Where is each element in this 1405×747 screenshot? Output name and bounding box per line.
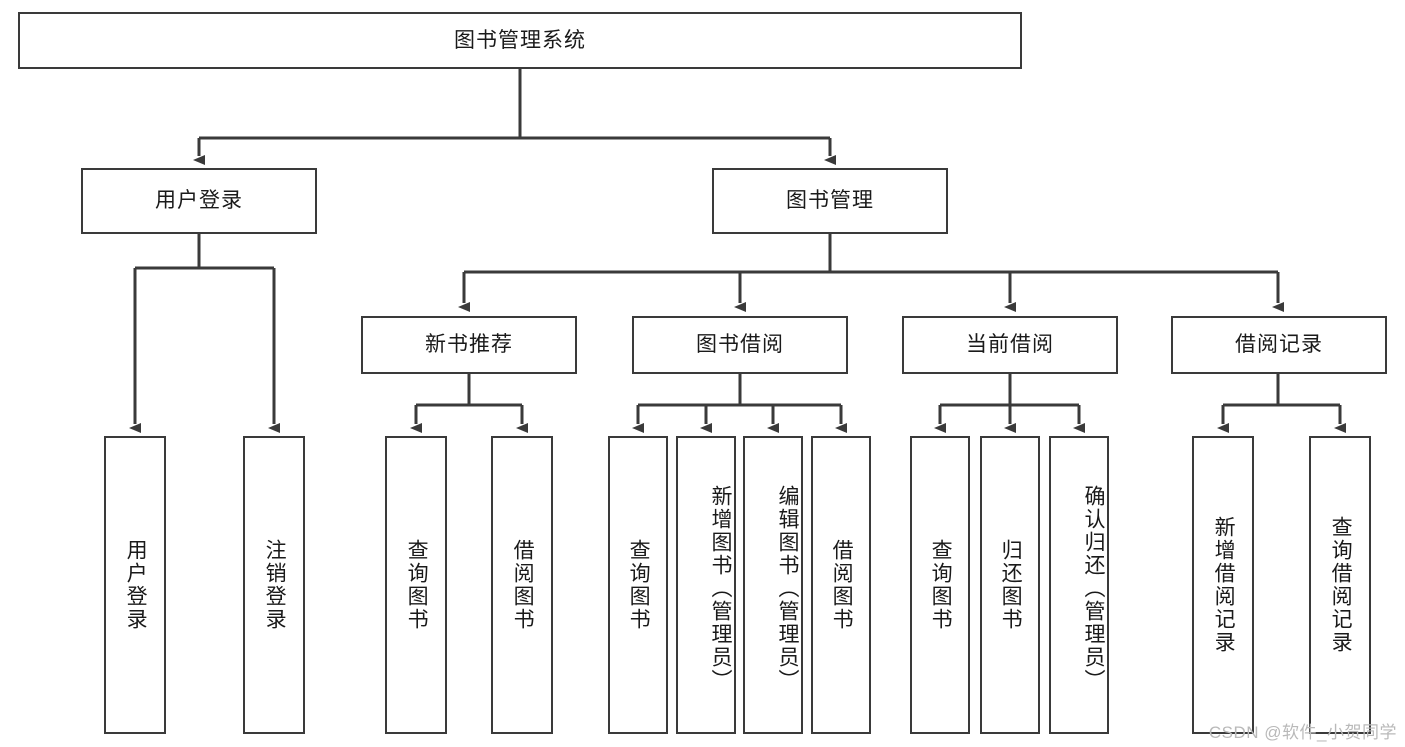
leaf-borrow-book-1[interactable]: 借阅图书 xyxy=(491,436,553,734)
node-user-login[interactable]: 用户登录 xyxy=(81,168,317,234)
node-book-borrow[interactable]: 图书借阅 xyxy=(632,316,848,374)
node-user-login-label: 用户登录 xyxy=(155,189,243,213)
node-new-book-recommend[interactable]: 新书推荐 xyxy=(361,316,577,374)
leaf-query-book-3-label: 查询图书 xyxy=(929,539,953,631)
leaf-confirm-return[interactable]: 确认归还（管理员） xyxy=(1049,436,1109,734)
leaf-query-record-label: 查询借阅记录 xyxy=(1329,516,1353,654)
leaf-confirm-return-label: 确认归还（管理员） xyxy=(1082,484,1105,692)
leaf-edit-book-label: 编辑图书（管理员） xyxy=(776,484,799,692)
leaf-add-book[interactable]: 新增图书（管理员） xyxy=(676,436,736,734)
node-root-label: 图书管理系统 xyxy=(454,28,586,52)
leaf-add-record-label: 新增借阅记录 xyxy=(1212,516,1236,654)
leaf-edit-book[interactable]: 编辑图书（管理员） xyxy=(743,436,803,734)
leaf-query-book-2-label: 查询图书 xyxy=(627,539,651,631)
leaf-query-book-1-label: 查询图书 xyxy=(405,539,429,631)
leaf-borrow-book-2-label: 借阅图书 xyxy=(830,539,854,631)
node-book-borrow-label: 图书借阅 xyxy=(696,333,784,357)
node-current-borrow[interactable]: 当前借阅 xyxy=(902,316,1118,374)
node-borrow-record-label: 借阅记录 xyxy=(1235,333,1323,357)
leaf-borrow-book-1-label: 借阅图书 xyxy=(511,539,535,631)
leaf-query-book-2[interactable]: 查询图书 xyxy=(608,436,668,734)
node-borrow-record[interactable]: 借阅记录 xyxy=(1171,316,1387,374)
leaf-add-record[interactable]: 新增借阅记录 xyxy=(1192,436,1254,734)
leaf-return-book[interactable]: 归还图书 xyxy=(980,436,1040,734)
node-book-management[interactable]: 图书管理 xyxy=(712,168,948,234)
watermark: CSDN @软件_小贺同学 xyxy=(1208,723,1397,742)
node-book-management-label: 图书管理 xyxy=(786,189,874,213)
leaf-add-book-label: 新增图书（管理员） xyxy=(709,484,732,692)
leaf-query-book-3[interactable]: 查询图书 xyxy=(910,436,970,734)
leaf-user-login-label: 用户登录 xyxy=(124,539,148,631)
node-root[interactable]: 图书管理系统 xyxy=(18,12,1022,69)
leaf-query-record[interactable]: 查询借阅记录 xyxy=(1309,436,1371,734)
leaf-logout-label: 注销登录 xyxy=(263,539,287,631)
leaf-logout[interactable]: 注销登录 xyxy=(243,436,305,734)
node-new-book-recommend-label: 新书推荐 xyxy=(425,333,513,357)
node-current-borrow-label: 当前借阅 xyxy=(966,333,1054,357)
leaf-borrow-book-2[interactable]: 借阅图书 xyxy=(811,436,871,734)
leaf-return-book-label: 归还图书 xyxy=(999,539,1023,631)
leaf-query-book-1[interactable]: 查询图书 xyxy=(385,436,447,734)
leaf-user-login[interactable]: 用户登录 xyxy=(104,436,166,734)
